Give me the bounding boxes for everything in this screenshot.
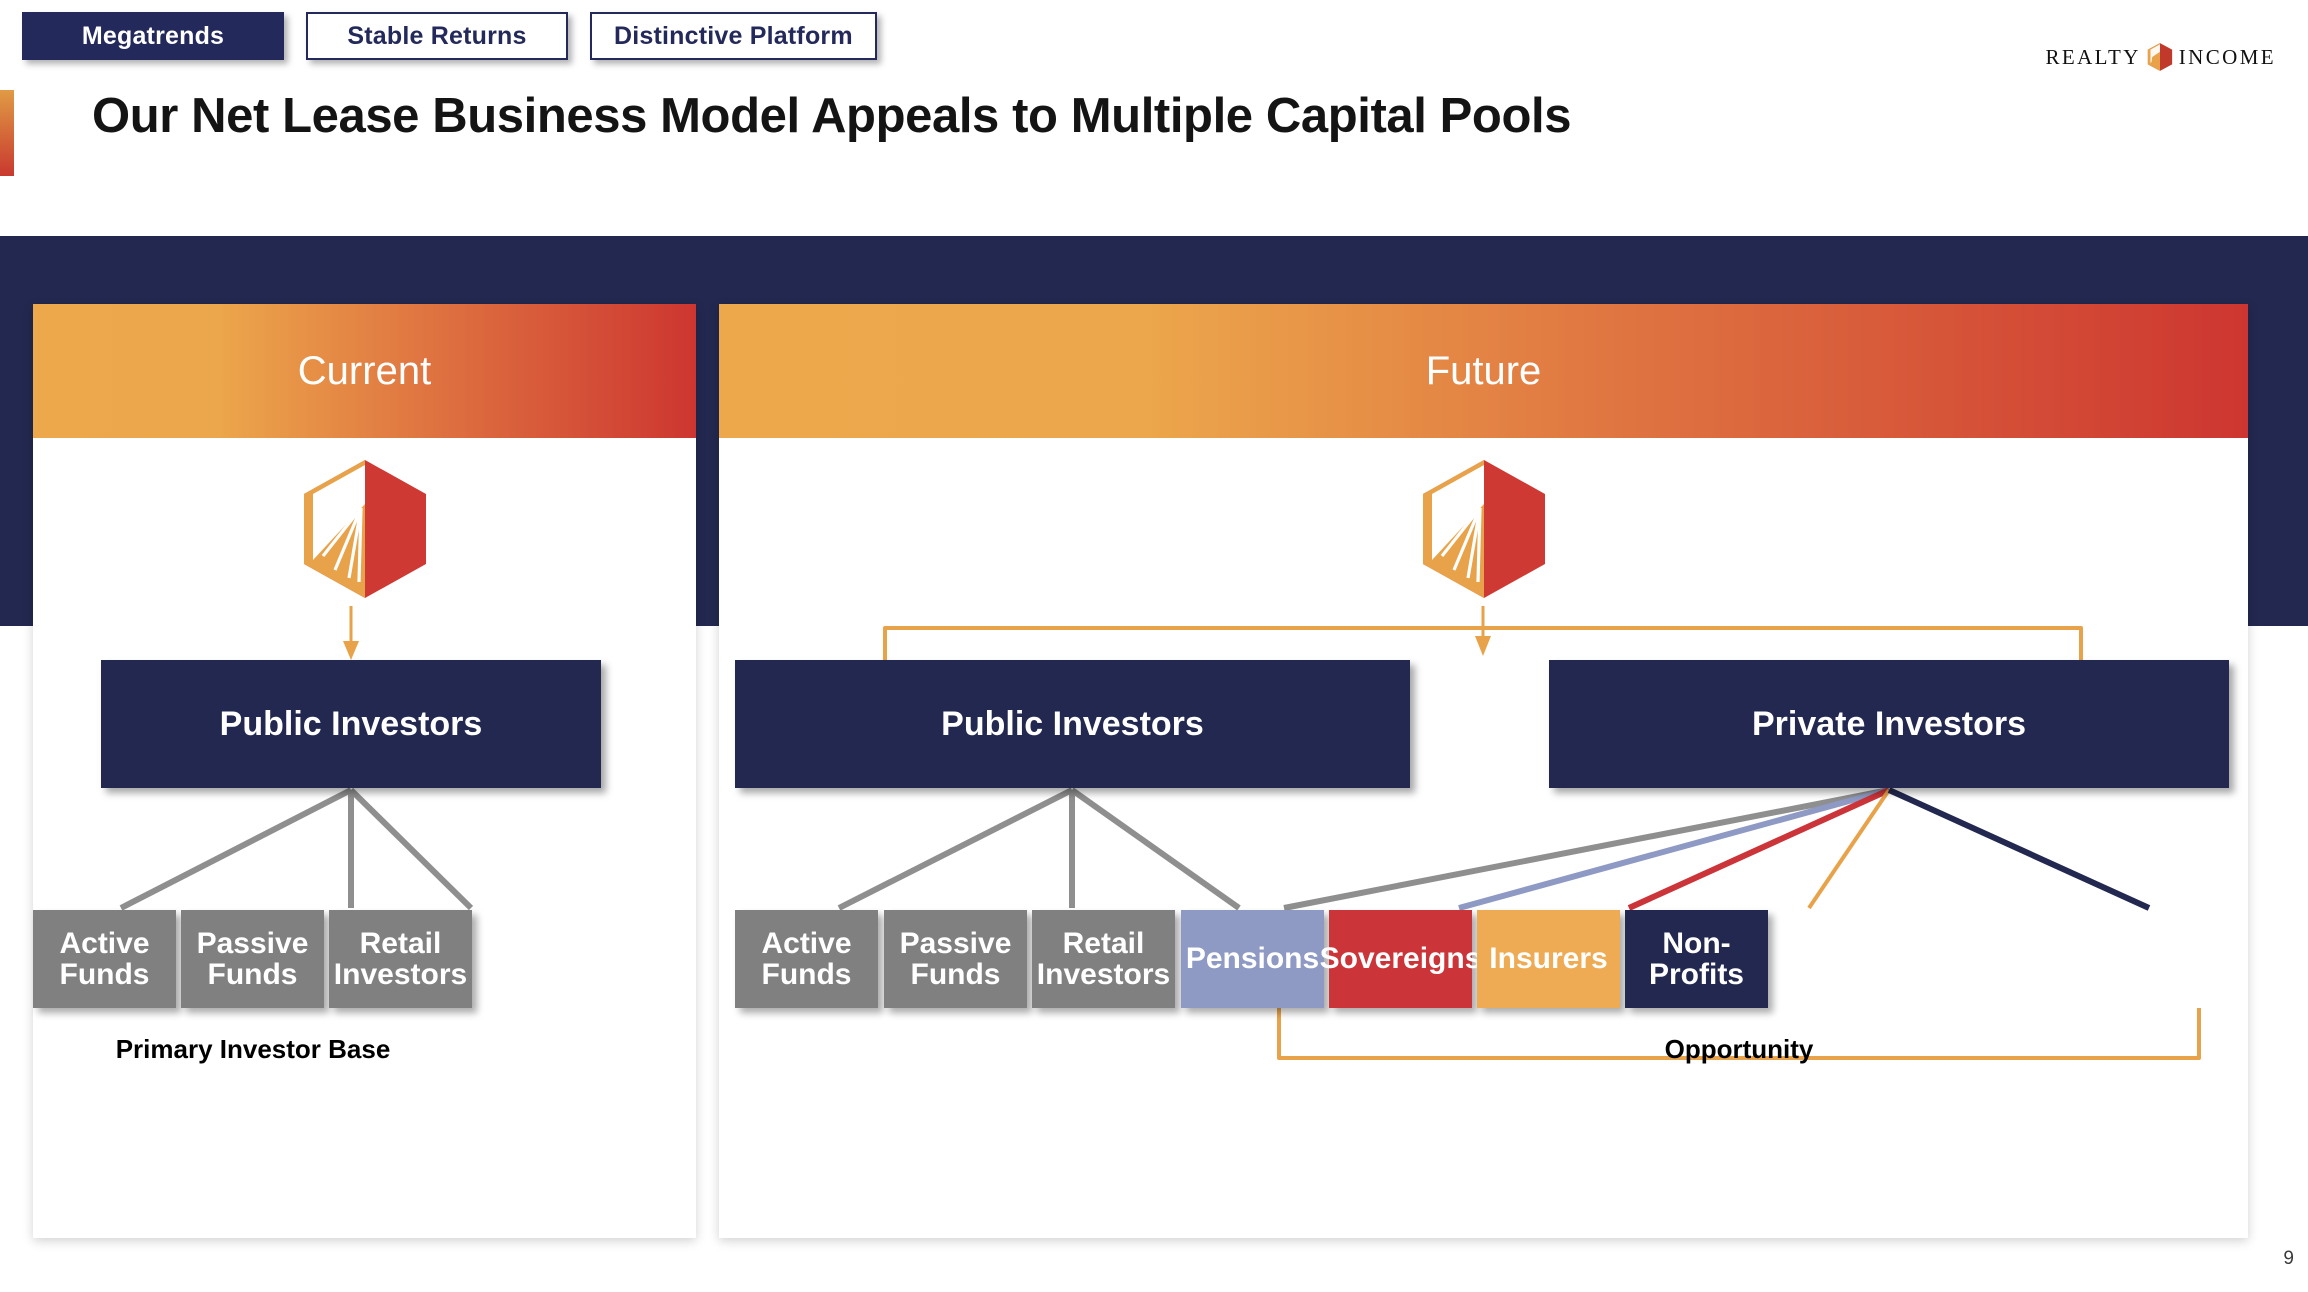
- realty-income-hexagon-logo: [1422, 460, 1545, 598]
- leaf-passive-funds-current[interactable]: Passive Funds: [181, 910, 324, 1008]
- leaf-retail-investors-current[interactable]: Retail Investors: [329, 910, 472, 1008]
- leaf-label: Passive Funds: [196, 926, 309, 991]
- title-accent-bar: [0, 90, 14, 176]
- leaf-label: Sovereigns: [1319, 942, 1482, 976]
- brand-logo: REALTY INCOME: [2045, 42, 2276, 72]
- leaf-label: Retail Investors: [333, 926, 468, 991]
- leaf-active-funds-current[interactable]: Active Funds: [33, 910, 176, 1008]
- leaf-label: Retail Investors: [1036, 926, 1171, 991]
- panel-current-header: Current: [33, 304, 696, 438]
- tab-megatrends[interactable]: Megatrends: [22, 12, 284, 60]
- leaf-sovereigns[interactable]: Sovereigns: [1320, 910, 1481, 1008]
- box-public-investors-future[interactable]: Public Investors: [735, 660, 1410, 788]
- panel-current-body: Public Investors Active Funds Passive Fu…: [33, 438, 696, 1238]
- tab-distinctive-platform[interactable]: Distinctive Platform: [590, 12, 877, 60]
- box-label: Public Investors: [219, 704, 483, 743]
- tab-bar: Megatrends Stable Returns Distinctive Pl…: [22, 12, 877, 60]
- panel-current: Current: [33, 304, 696, 1238]
- panel-future: Future: [719, 304, 2248, 1238]
- tab-stable-returns[interactable]: Stable Returns: [306, 12, 568, 60]
- caption-opportunity: Opportunity: [1664, 1034, 1814, 1064]
- brand-word-left: REALTY: [2045, 44, 2141, 69]
- box-private-investors-future[interactable]: Private Investors: [1549, 660, 2229, 788]
- leaf-label: Passive Funds: [899, 926, 1012, 991]
- leaf-retail-investors-future[interactable]: Retail Investors: [1032, 910, 1175, 1008]
- box-label: Private Investors: [1751, 704, 2027, 743]
- leaf-label: Active Funds: [59, 926, 150, 991]
- leaf-active-funds-future[interactable]: Active Funds: [735, 910, 878, 1008]
- page-number: 9: [2283, 1248, 2294, 1269]
- leaf-label: Pensions: [1185, 942, 1320, 976]
- realty-income-hexagon-icon: [2147, 43, 2172, 71]
- panel-future-body: Public Investors Private Investors Activ…: [719, 438, 2248, 1238]
- box-public-investors-current[interactable]: Public Investors: [101, 660, 601, 788]
- leaf-non-profits[interactable]: Non-Profits: [1625, 910, 1768, 1008]
- brand-word-right: INCOME: [2178, 44, 2276, 69]
- leaf-passive-funds-future[interactable]: Passive Funds: [884, 910, 1027, 1008]
- caption-primary-investor-base: Primary Investor Base: [115, 1034, 391, 1064]
- leaf-label: Active Funds: [761, 926, 852, 991]
- realty-income-hexagon-logo: [303, 460, 426, 598]
- leaf-insurers[interactable]: Insurers: [1477, 910, 1620, 1008]
- leaf-label: Insurers: [1489, 942, 1608, 976]
- box-label: Public Investors: [941, 704, 1204, 743]
- leaf-pensions[interactable]: Pensions: [1181, 910, 1324, 1008]
- panel-future-header: Future: [719, 304, 2248, 438]
- page-title: Our Net Lease Business Model Appeals to …: [92, 89, 1572, 143]
- leaf-label: Non-Profits: [1648, 926, 1744, 991]
